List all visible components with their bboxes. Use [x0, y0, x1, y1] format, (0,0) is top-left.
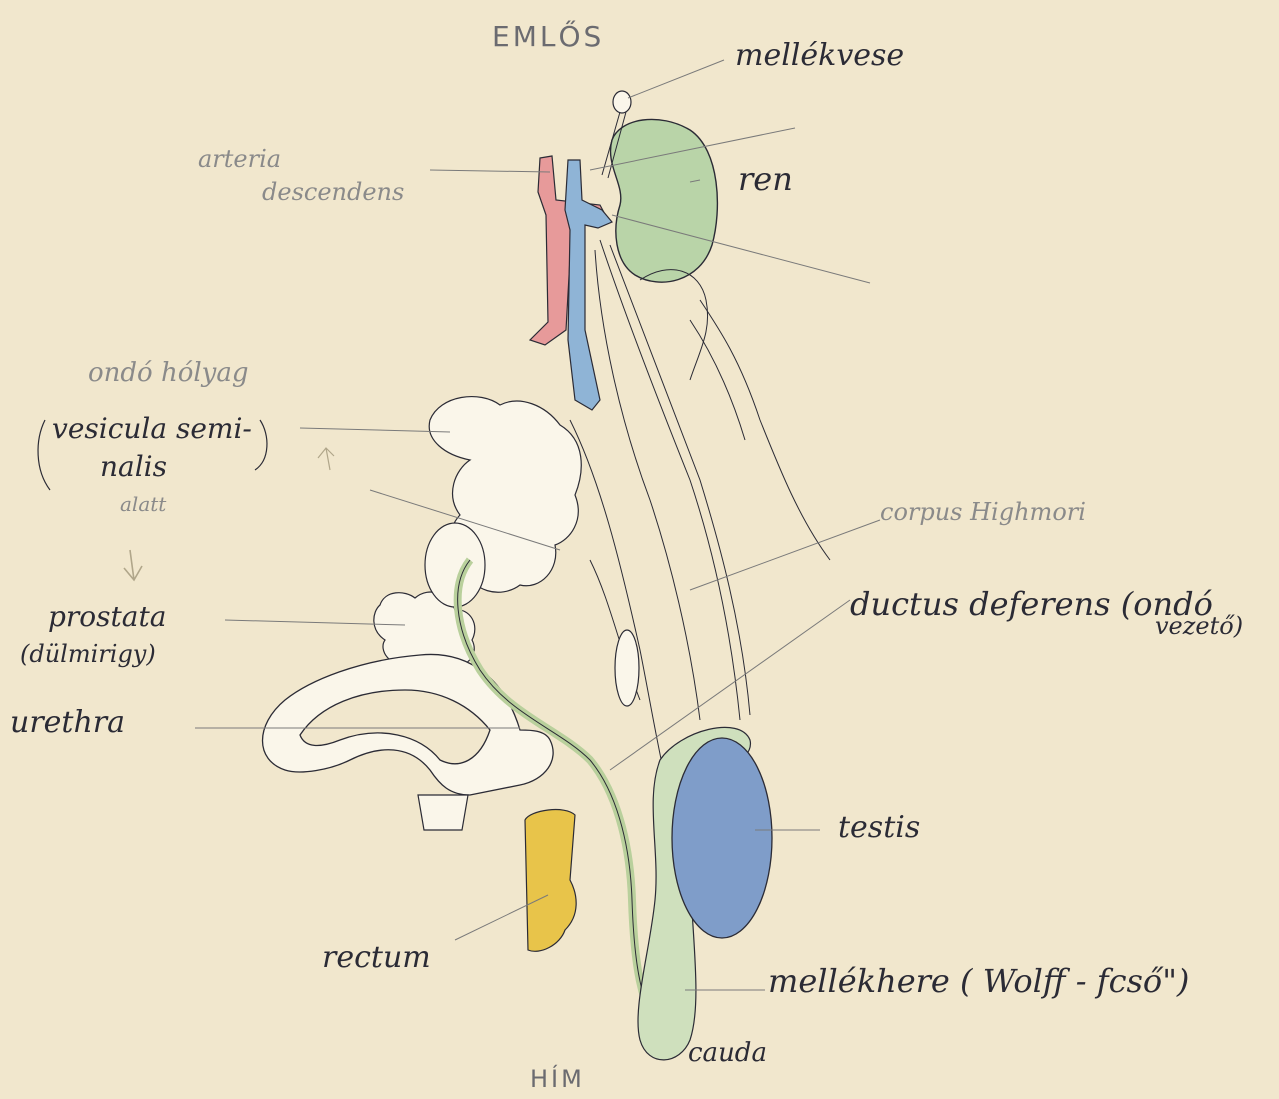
label-mellekhere: mellékhere ( Wolff - fcső") — [768, 962, 1189, 1000]
label-corpus-highmori: corpus Highmori — [880, 498, 1086, 526]
up-arrow-icon — [318, 448, 334, 470]
label-testis: testis — [838, 810, 920, 845]
label-rectum: rectum — [322, 940, 431, 975]
label-vesicula: vesicula semi- — [52, 412, 252, 445]
diagram-title: EMLŐS — [492, 20, 604, 53]
label-urethra: urethra — [10, 705, 125, 740]
label-prostata: prostata — [48, 600, 166, 633]
vein-cava — [565, 160, 612, 410]
urethra — [263, 654, 554, 795]
ductus-deferens — [458, 560, 665, 1035]
label-ren: ren — [738, 160, 793, 198]
label-duelmirigy: (dülmirigy) — [20, 640, 156, 668]
label-cauda: cauda — [688, 1038, 767, 1068]
label-arteria: arteria — [198, 145, 281, 173]
adrenal-gland — [613, 91, 631, 113]
gland-small — [615, 630, 639, 706]
rectum — [525, 810, 576, 952]
label-alatt: alatt — [120, 492, 166, 516]
diagram-bottom-title: HÍM — [530, 1065, 585, 1093]
kidney-ren — [610, 119, 717, 282]
label-mellekvese: mellékvese — [735, 38, 904, 73]
urethra-end — [418, 795, 468, 830]
vessel-lines — [570, 240, 830, 800]
label-vezeto: vezető) — [1155, 612, 1243, 640]
label-nalis: nalis — [100, 450, 167, 483]
label-ondohofag: ondó hólyag — [88, 358, 249, 388]
label-descendens: descendens — [262, 178, 404, 206]
down-arrow-icon — [124, 550, 142, 580]
testis — [672, 738, 772, 938]
